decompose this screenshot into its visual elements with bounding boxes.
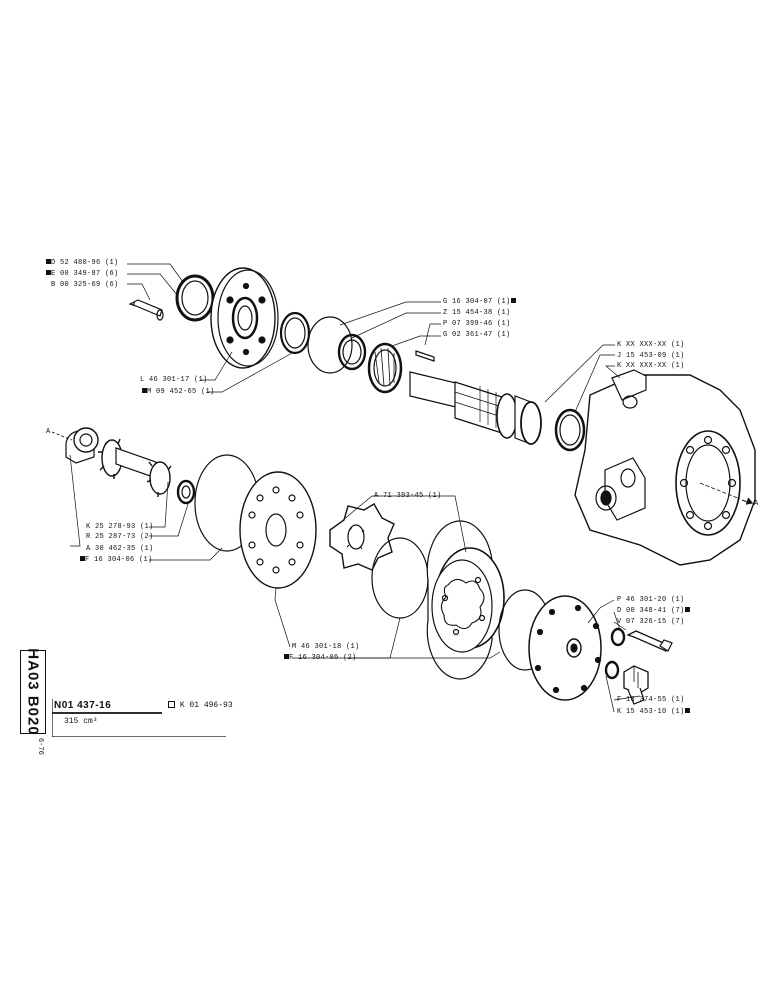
seal-ring-top-left [175,274,215,322]
new-part-marker [46,259,51,264]
callout-text: M 46 301-18 (1) [292,643,360,651]
callout-text: B 00 325-69 (6) [51,281,119,289]
callout-text: Z 15 454-38 (1) [443,309,511,317]
callout-j15: J 15 453-09 (1) [617,352,685,361]
callout-text: D 00 348-41 (7) [617,607,685,615]
callout-d52: D 52 480-96 (1) [46,259,119,268]
callout-text: K XX XXX-XX (1) [617,341,685,349]
open-square-marker [168,701,175,708]
callout-text: E 00 349-87 (6) [51,270,119,278]
needle-bearing [367,342,403,394]
section-arrow-label-right: A [754,500,759,508]
alternate-reference: K 01 496-93 [168,701,233,710]
new-part-marker [142,388,147,393]
motor-housing [574,369,756,566]
output-shaft [409,371,542,445]
callout-text: P 46 301-20 (1) [617,596,685,604]
callout-g02: G 02 361-47 (1) [443,331,511,340]
bolt-top-left [128,299,164,321]
callout-p07: P 07 399-46 (1) [443,320,511,329]
callout-text: A 71 393-45 (1) [374,492,442,500]
callout-m46: M 46 301-18 (1) [292,643,360,652]
callout-text: P 07 399-46 (1) [443,320,511,328]
callout-text: K 15 453-10 (1) [617,708,685,716]
callout-f13: F 13 374-55 (1) [617,696,685,705]
callout-text: M 09 452-65 (1) [147,388,215,396]
distributor-plate-m46 [239,471,317,589]
small-ring-a30 [176,479,196,505]
callout-l46: L 46 301-17 (1) [140,376,208,385]
bolt-v07 [610,627,673,652]
new-part-marker [684,607,690,612]
end-cover-p46 [528,595,602,701]
callout-text: R 25 287-73 (2) [86,533,154,541]
callout-text: G 16 304-07 (1) [443,298,511,306]
ring-j15 [554,408,586,452]
callout-text: F 16 304-06 (2) [289,654,357,662]
section-arrow-label-left: A [46,428,51,436]
callout-text: J 15 453-09 (1) [617,352,685,360]
washer-g16 [337,333,367,371]
end-cap-roller [51,427,99,464]
callout-d00: D 00 348-41 (7) [617,607,690,616]
o-ring-f16-middle [371,537,429,619]
callout-text: G 02 361-47 (1) [443,331,511,339]
stator-ring [426,520,505,680]
star-rotor [329,503,395,571]
callout-p46: P 46 301-20 (1) [617,596,685,605]
callout-z15: Z 15 454-38 (1) [443,309,511,318]
callout-b00: B 00 325-69 (6) [51,281,119,290]
sheet-code: HA03 B020 [24,648,42,736]
new-part-marker [46,270,51,275]
callout-a71: A 71 393-45 (1) [374,492,442,501]
o-ring-m09 [279,311,311,355]
callout-text: K XX XXX-XX (1) [617,362,685,370]
callout-e00: E 00 349-87 (6) [46,270,119,279]
flange-plate [210,267,279,369]
callout-k25: K 25 278-93 (1) [86,523,154,532]
callout-r25: R 25 287-73 (2) [86,533,154,542]
callout-text: A 30 462-35 (1) [86,545,154,553]
callout-text: V 07 326-15 (7) [617,618,685,626]
key-pin [415,350,435,362]
assembly-part-number: N01 437-16 [54,700,112,711]
callout-a30: A 30 462-35 (1) [86,545,154,554]
alternate-reference-text: K 01 496-93 [179,701,233,710]
callout-text: F 16 304-06 (1) [85,556,153,564]
callout-f16a: F 16 304-06 (1) [80,556,153,565]
new-part-marker [284,654,289,659]
leader-lines [69,263,641,713]
title-block-frame [52,699,226,737]
callout-text: L 46 301-17 (1) [140,376,208,384]
o-ring-thin-large [307,316,353,374]
new-part-marker [684,708,690,713]
callout-text: K 25 278-93 (1) [86,523,154,531]
callout-kxx2: K XX XXX-XX (1) [617,362,685,371]
sheet-code-box: HA03 B020 [20,648,46,736]
new-part-marker [80,556,85,561]
callout-f16b: F 16 304-06 (2) [284,654,357,663]
displacement-subtitle: 315 cm³ [64,717,98,726]
callout-g16: G 16 304-07 (1) [443,298,516,307]
plug-f13 [604,660,649,705]
cardan-gear-shaft [98,438,172,497]
callout-text: F 13 374-55 (1) [617,696,685,704]
callout-kxx1: K XX XXX-XX (1) [617,341,685,350]
callout-v07: V 07 326-15 (7) [617,618,685,627]
callout-text: D 52 480-96 (1) [51,259,119,267]
sheet-date: 6-76 [36,738,44,755]
callout-k15: K 15 453-10 (1) [617,708,690,717]
callout-m09: M 09 452-65 (1) [142,388,215,397]
new-part-marker [510,298,516,303]
